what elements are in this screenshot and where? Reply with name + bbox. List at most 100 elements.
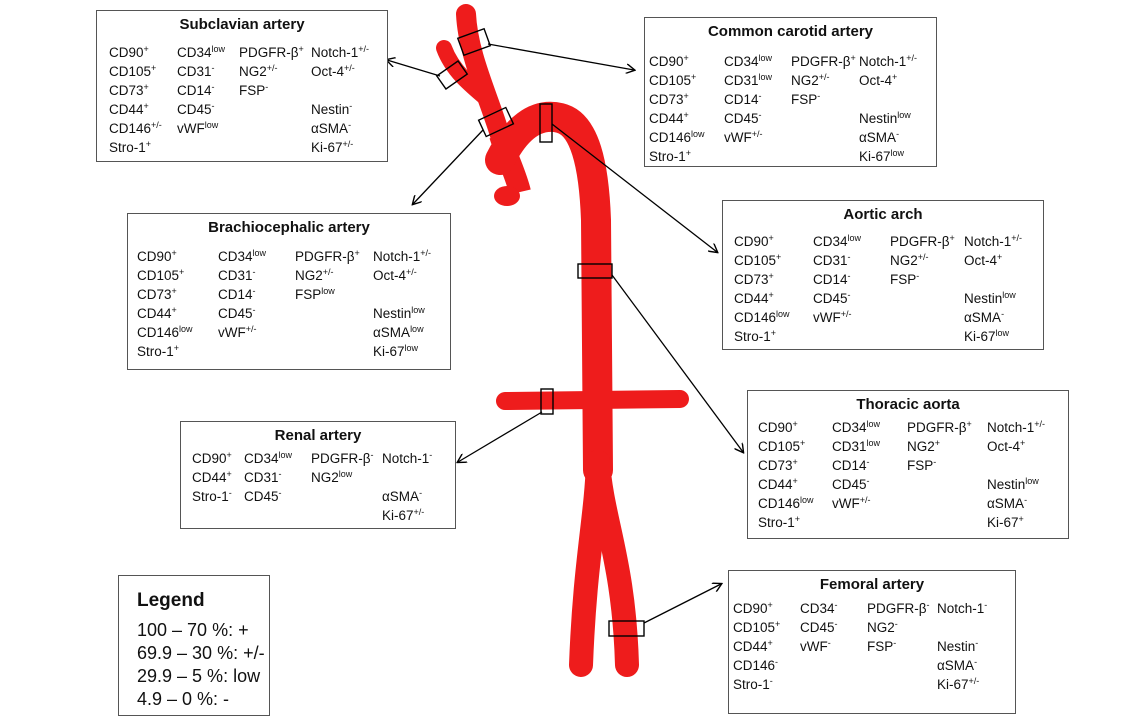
expression-level: - — [212, 101, 215, 111]
marker-cd34: CD34low — [832, 420, 880, 436]
expression-level: - — [835, 600, 838, 610]
marker-name: PDGFR-β — [311, 451, 371, 466]
expression-level: - — [828, 638, 831, 648]
expression-level: + — [795, 514, 800, 524]
expression-level: - — [279, 488, 282, 498]
marker-name: Stro-1 — [733, 677, 770, 692]
expression-level: low — [411, 305, 425, 315]
marker-name: NG2 — [791, 73, 819, 88]
marker-name: CD14 — [813, 272, 848, 287]
expression-level: low — [212, 44, 226, 54]
marker-name: αSMA — [373, 325, 410, 340]
marker-cd146: CD146+/- — [109, 121, 162, 137]
marker-notch-1: Notch-1+/- — [964, 234, 1022, 250]
expression-level: low — [1025, 476, 1039, 486]
marker-pdgfr: PDGFR-β- — [867, 601, 930, 617]
marker-stro-1: Stro-1+ — [758, 515, 800, 531]
expression-level: - — [419, 488, 422, 498]
expression-level: - — [848, 271, 851, 281]
marker-cd90: CD90+ — [733, 601, 773, 617]
arrow-brachiocephalic — [413, 130, 483, 204]
legend-row-negative: 4.9 – 0 %: - — [137, 689, 229, 710]
expression-level: low — [321, 286, 335, 296]
marker-name: NG2 — [295, 268, 323, 283]
marker-cd105: CD105+ — [649, 73, 696, 89]
marker-name: Stro-1 — [192, 489, 229, 504]
expression-level: + — [997, 252, 1002, 262]
expression-level: - — [933, 457, 936, 467]
expression-level: + — [172, 286, 177, 296]
marker-name: CD146 — [137, 325, 179, 340]
marker-name: FSP — [239, 83, 265, 98]
marker-name: CD146 — [109, 121, 151, 136]
marker-vwf: vWF+/- — [832, 496, 871, 512]
expression-level: - — [770, 676, 773, 686]
expression-level: +/- — [414, 507, 425, 517]
marker-name: CD146 — [733, 658, 775, 673]
marker-oct-4: Oct-4+/- — [373, 268, 417, 284]
marker-name: Stro-1 — [734, 329, 771, 344]
marker-fsp: FSP- — [791, 92, 820, 108]
marker-vwf: vWFlow — [177, 121, 218, 137]
marker-cd146: CD146- — [733, 658, 778, 674]
expression-level: + — [686, 148, 691, 158]
expression-level: + — [172, 305, 177, 315]
legend-box: Legend 100 – 70 %: + 69.9 – 30 %: +/- 29… — [118, 575, 270, 716]
marker-name: CD31 — [832, 439, 867, 454]
marker-name: CD90 — [734, 234, 769, 249]
marker-name: CD34 — [813, 234, 848, 249]
marker-name: CD44 — [649, 111, 684, 126]
marker-name: CD73 — [649, 92, 684, 107]
marker-nestin: Nestinlow — [859, 111, 911, 127]
marker-notch-1: Notch-1- — [382, 451, 432, 467]
expression-level: low — [759, 72, 773, 82]
expression-level: + — [776, 252, 781, 262]
marker-name: Oct-4 — [859, 73, 892, 88]
expression-level: low — [996, 328, 1010, 338]
marker-pdgfr: PDGFR-β- — [311, 451, 374, 467]
marker-cd105: CD105+ — [758, 439, 805, 455]
marker-cd45: CD45- — [218, 306, 256, 322]
expression-level: + — [144, 82, 149, 92]
marker-name: CD45 — [177, 102, 212, 117]
marker-stro-1: Stro-1- — [192, 489, 232, 505]
arrow-femoral — [644, 584, 721, 623]
expression-level: - — [867, 476, 870, 486]
marker-name: Oct-4 — [964, 253, 997, 268]
expression-level: + — [146, 139, 151, 149]
marker-nestin: Nestin- — [311, 102, 352, 118]
marker-sma: αSMA- — [382, 489, 422, 505]
expression-level: + — [793, 419, 798, 429]
marker-name: NG2 — [907, 439, 935, 454]
expression-level: + — [227, 450, 232, 460]
marker-notch-1: Notch-1- — [937, 601, 987, 617]
expression-level: +/- — [752, 129, 763, 139]
expression-level: +/- — [246, 324, 257, 334]
marker-name: αSMA — [937, 658, 974, 673]
expression-level: - — [759, 110, 762, 120]
marker-name: CD31 — [244, 470, 279, 485]
expression-level: +/- — [344, 63, 355, 73]
marker-cd44: CD44+ — [137, 306, 177, 322]
marker-name: FSP — [890, 272, 916, 287]
marker-pdgfr: PDGFR-β+ — [890, 234, 955, 250]
marker-ng2: NG2+/- — [239, 64, 278, 80]
expression-level: - — [429, 450, 432, 460]
marker-cd44: CD44+ — [109, 102, 149, 118]
expression-level: +/- — [358, 44, 369, 54]
expression-level: + — [769, 271, 774, 281]
expression-level: +/- — [860, 495, 871, 505]
expression-level: + — [768, 638, 773, 648]
expression-level: + — [967, 419, 972, 429]
marker-sma: αSMA- — [964, 310, 1004, 326]
expression-level: low — [848, 233, 862, 243]
expression-level: - — [848, 252, 851, 262]
marker-name: CD105 — [137, 268, 179, 283]
marker-vwf: vWF+/- — [813, 310, 852, 326]
marker-sma: αSMA- — [937, 658, 977, 674]
expression-level: +/- — [406, 267, 417, 277]
marker-sma: αSMA- — [311, 121, 351, 137]
marker-cd14: CD14- — [832, 458, 870, 474]
marker-name: PDGFR-β — [907, 420, 967, 435]
